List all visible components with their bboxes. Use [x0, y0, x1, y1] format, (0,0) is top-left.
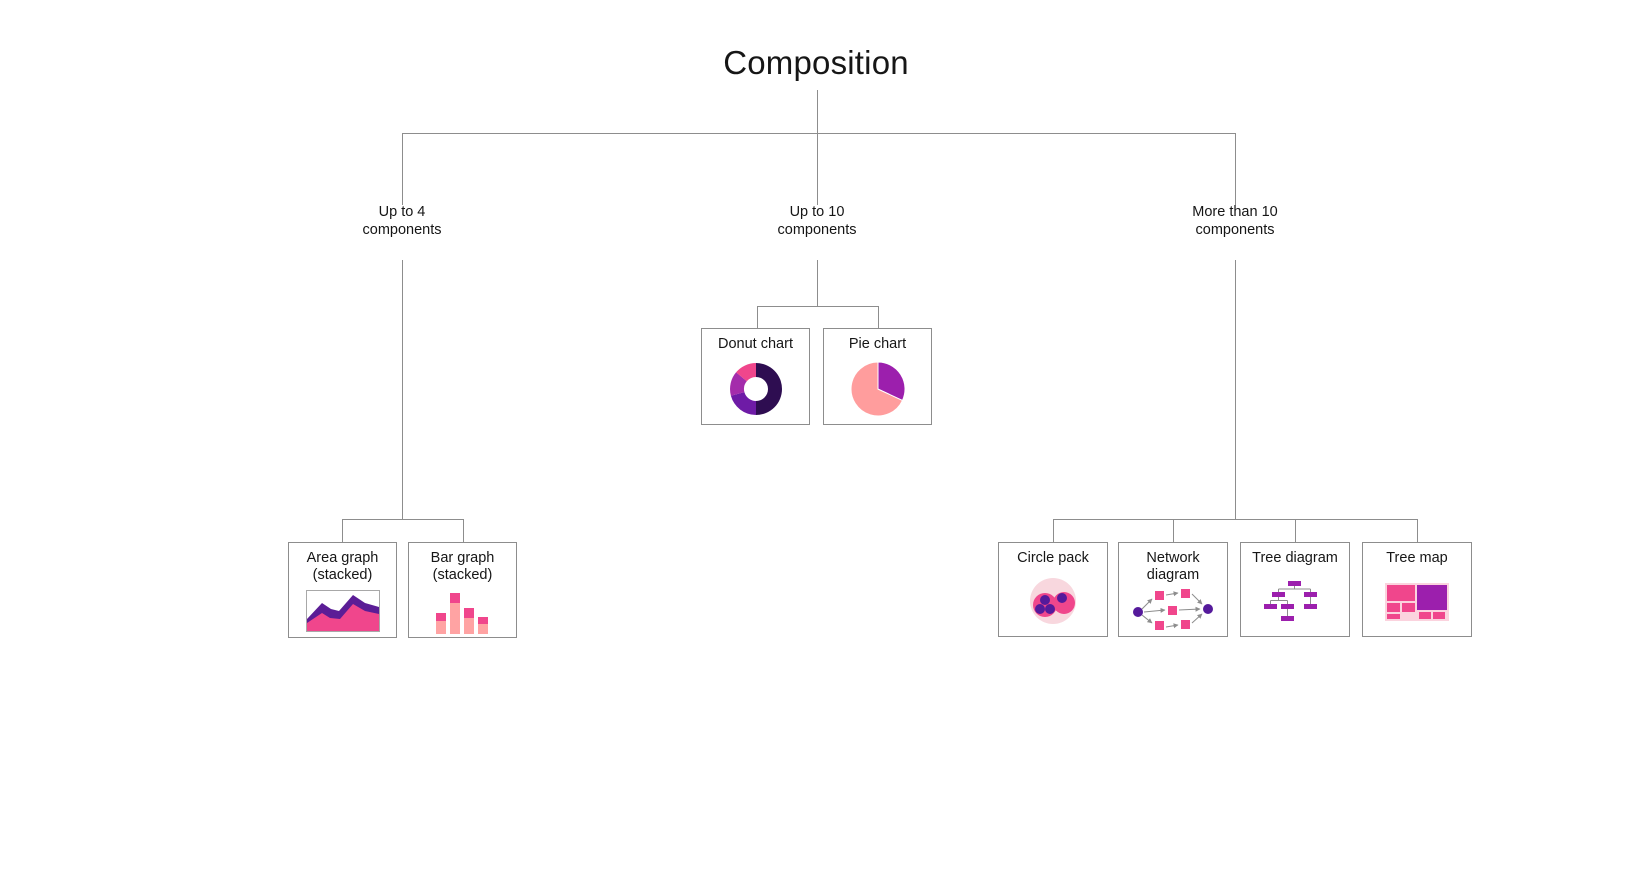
pie-chart-label: Pie chart	[848, 336, 907, 352]
circle-pack-card: Circle pack	[998, 542, 1108, 637]
network-diagram-label: Network diagram	[1146, 550, 1200, 583]
connector-line	[1235, 133, 1236, 205]
donut-chart-icon	[702, 353, 809, 424]
connector-line	[757, 306, 758, 328]
branch-label-up-to-4: Up to 4 components	[362, 204, 442, 238]
connector-line	[1053, 519, 1054, 542]
connector-line	[402, 133, 1236, 134]
donut-chart-card: Donut chart	[701, 328, 810, 425]
tree-map-icon	[1363, 567, 1471, 636]
area-graph-card: Area graph (stacked)	[288, 542, 397, 638]
connector-line	[402, 260, 403, 519]
network-diagram-card: Network diagram	[1118, 542, 1228, 637]
branch-label-up-to-10: Up to 10 components	[777, 204, 857, 238]
connector-line	[1417, 519, 1418, 542]
donut-chart-label: Donut chart	[718, 336, 793, 352]
tree-diagram-icon	[1241, 567, 1349, 636]
bar-graph-card: Bar graph (stacked)	[408, 542, 517, 638]
connector-line	[463, 519, 464, 542]
connector-line	[757, 306, 879, 307]
tree-diagram-label: Tree diagram	[1252, 550, 1338, 566]
connector-line	[878, 306, 879, 328]
connector-line	[817, 260, 818, 306]
connector-line	[1235, 260, 1236, 519]
branch-label-more-than-10: More than 10 components	[1192, 204, 1278, 238]
circle-pack-label: Circle pack	[1017, 550, 1089, 566]
connector-line	[817, 90, 818, 205]
connector-line	[342, 519, 464, 520]
page-title: Composition	[723, 44, 909, 81]
pie-chart-card: Pie chart	[823, 328, 932, 425]
stacked-area-graph-icon	[289, 584, 396, 637]
tree-map-card: Tree map	[1362, 542, 1472, 637]
bar-graph-label: Bar graph (stacked)	[430, 550, 495, 583]
circle-pack-icon	[999, 567, 1107, 636]
connector-line	[402, 133, 403, 205]
stacked-bar-graph-icon	[409, 584, 516, 637]
tree-map-label: Tree map	[1386, 550, 1448, 566]
connector-line	[1295, 519, 1296, 542]
pie-chart-icon	[824, 353, 931, 424]
connector-line	[342, 519, 343, 542]
network-diagram-icon	[1119, 584, 1227, 636]
tree-diagram-card: Tree diagram	[1240, 542, 1350, 637]
connector-line	[1053, 519, 1418, 520]
area-graph-label: Area graph (stacked)	[306, 550, 379, 583]
connector-line	[1173, 519, 1174, 542]
